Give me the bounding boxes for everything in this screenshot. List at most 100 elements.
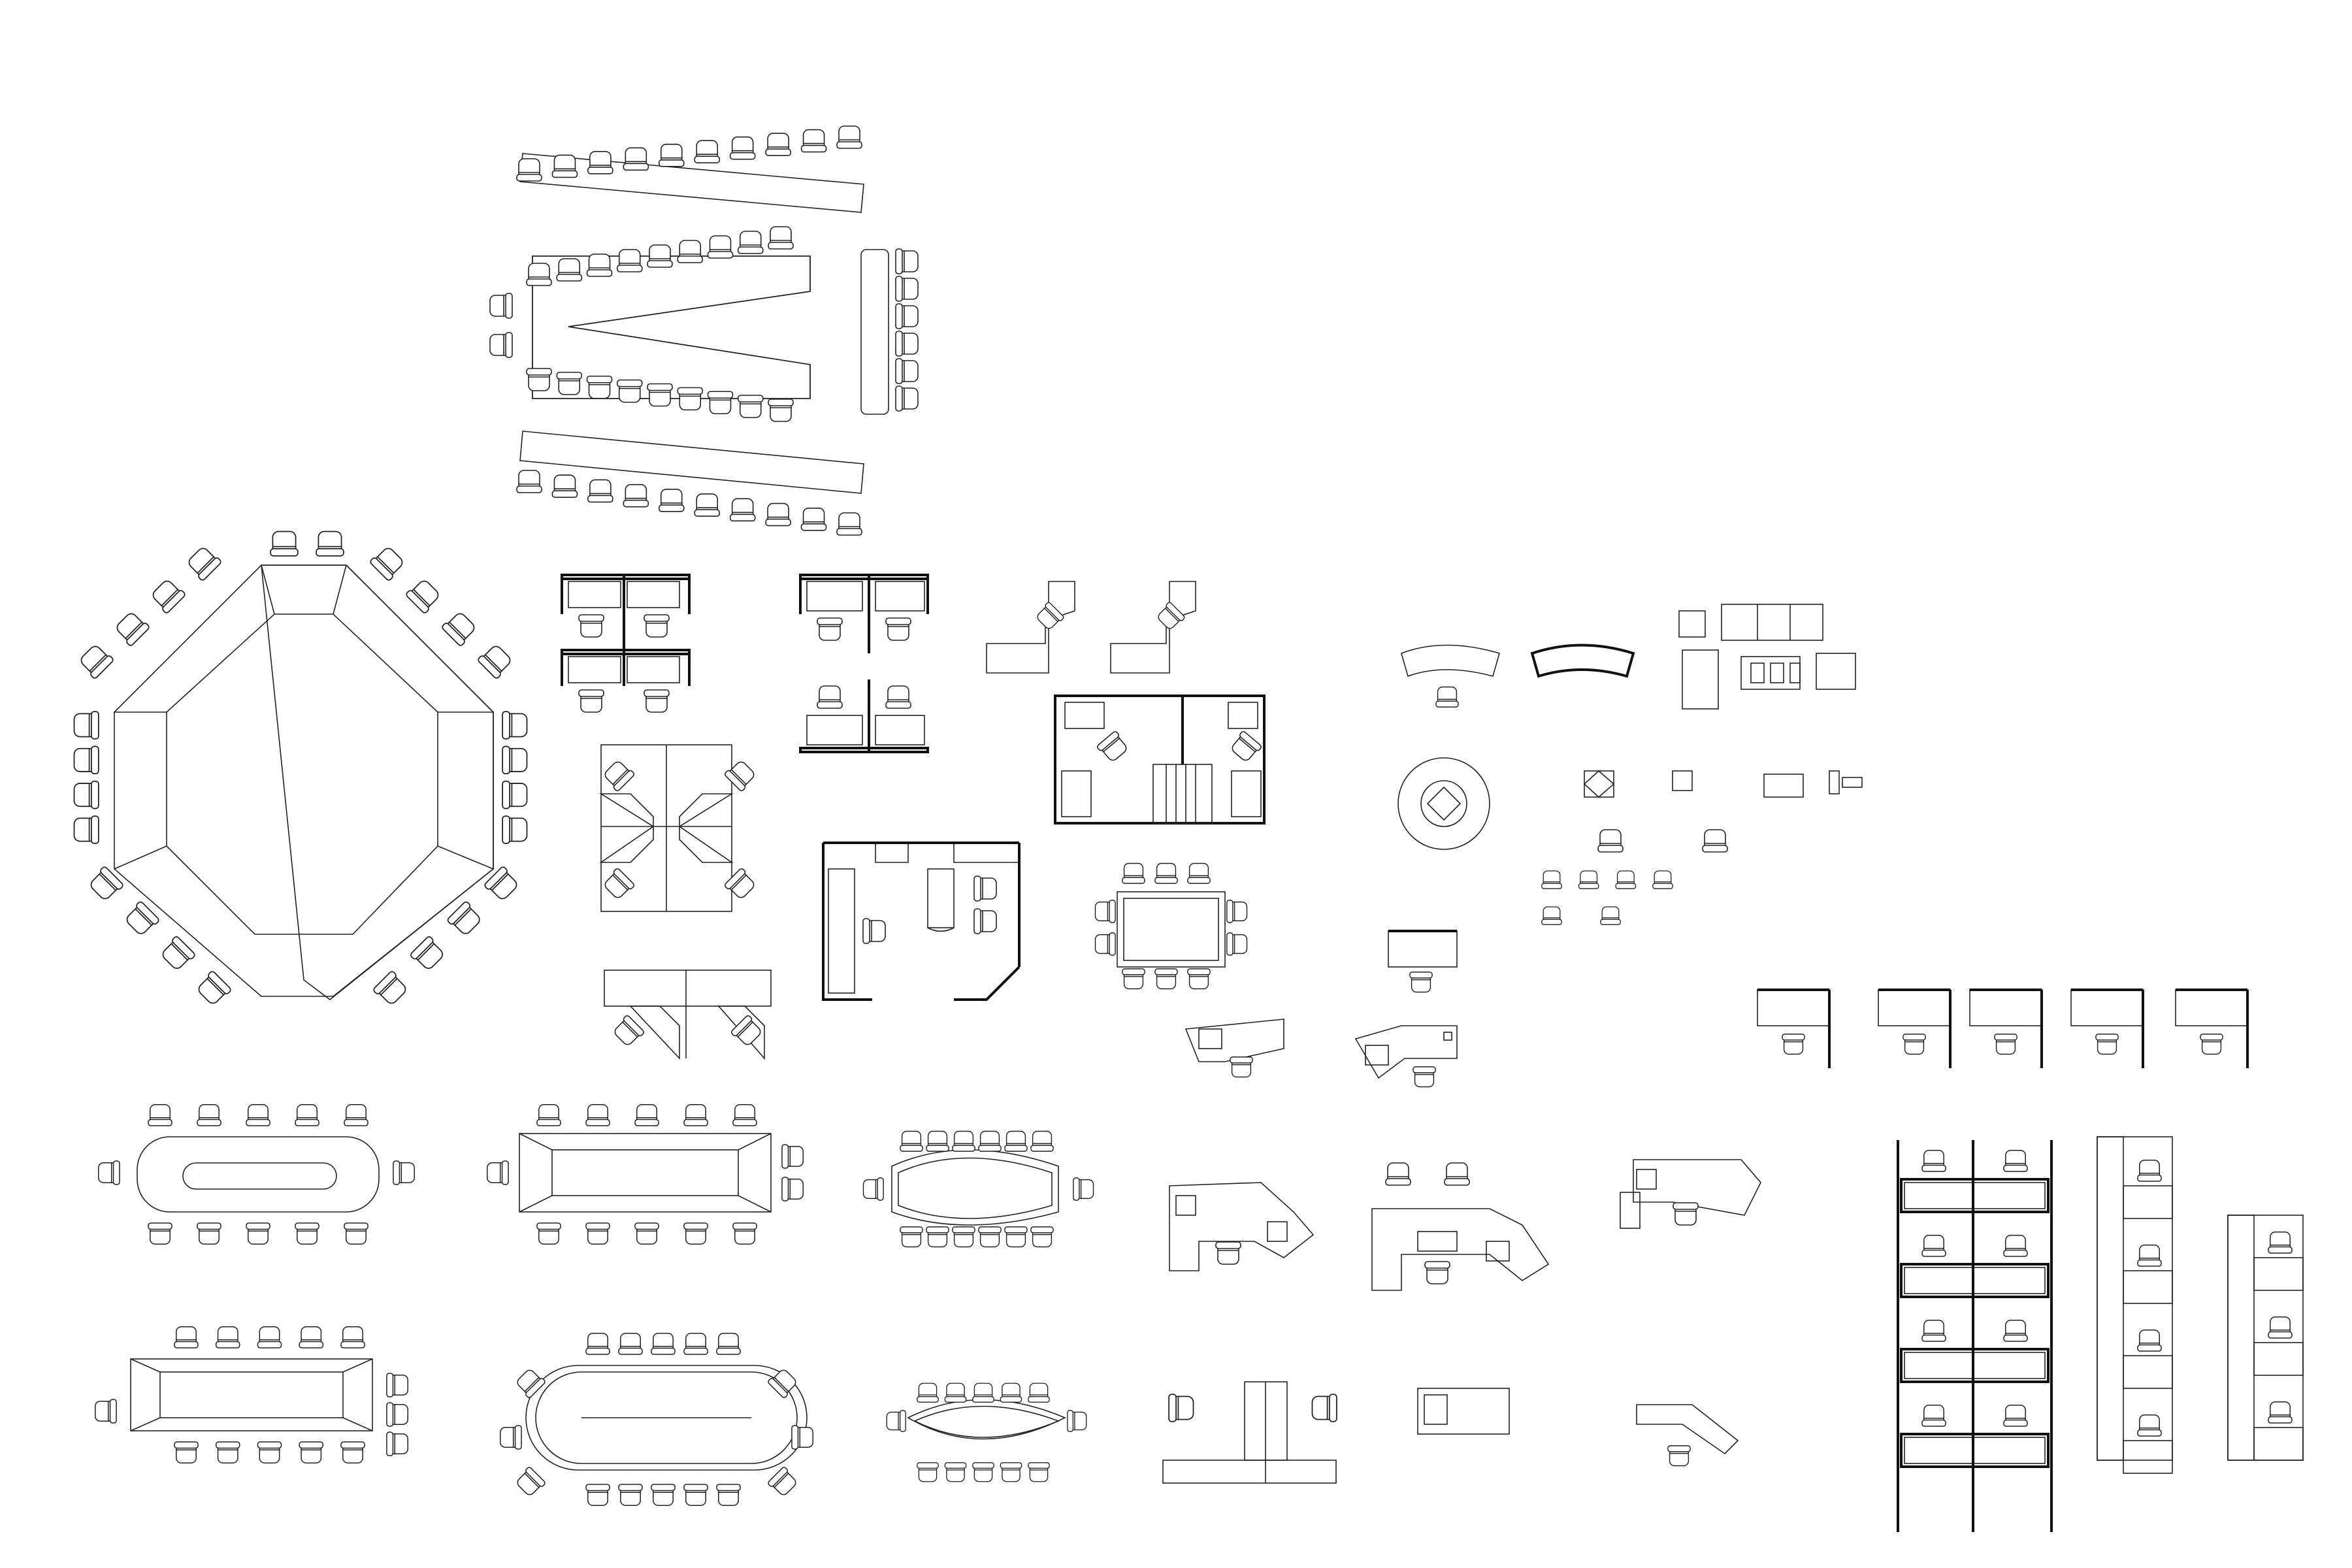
chair	[1413, 1066, 1436, 1088]
chair	[724, 868, 755, 898]
chair	[1994, 1034, 2017, 1055]
chair	[677, 387, 704, 411]
chair	[299, 1441, 324, 1464]
chair	[895, 248, 919, 274]
chair	[73, 711, 99, 740]
chair	[1903, 1034, 1926, 1055]
angled-l-desk	[1636, 1404, 1739, 1467]
chair	[578, 614, 604, 638]
chair	[895, 358, 919, 384]
chair	[1122, 968, 1145, 990]
chair	[1921, 1234, 1946, 1257]
chair	[2095, 1034, 2119, 1055]
reception-workstation	[1054, 694, 1266, 825]
chair	[386, 1431, 409, 1456]
chair	[817, 617, 843, 641]
chair	[1067, 1410, 1087, 1432]
sofa-set	[1678, 604, 1856, 710]
chair	[978, 1226, 1002, 1248]
chair	[344, 1103, 368, 1126]
chair	[978, 1130, 1002, 1152]
chair	[1073, 1177, 1094, 1201]
chair	[340, 1326, 365, 1348]
chair	[2137, 1329, 2162, 1352]
chair	[1154, 862, 1178, 884]
chair	[586, 253, 613, 277]
curved-sofa-pair	[1401, 644, 1635, 708]
chair	[478, 645, 511, 679]
chair	[2137, 1159, 2162, 1182]
chair	[895, 331, 919, 357]
racetrack-table-b	[886, 1382, 1087, 1482]
chair	[257, 1441, 282, 1464]
chair	[800, 129, 827, 153]
chair	[586, 375, 613, 399]
chair	[900, 1130, 923, 1152]
chair	[616, 379, 643, 403]
chair	[604, 761, 635, 792]
chair	[1667, 1445, 1691, 1467]
chair	[499, 1425, 522, 1450]
chair	[618, 1332, 643, 1355]
chair	[917, 1382, 939, 1403]
chair	[246, 1103, 270, 1126]
chair	[926, 1130, 949, 1152]
chair	[737, 231, 764, 254]
chair	[556, 258, 583, 282]
chair	[716, 1332, 741, 1355]
chair	[1000, 1382, 1022, 1403]
chair	[246, 1222, 270, 1245]
chair	[952, 1130, 975, 1152]
chair	[2003, 1404, 2028, 1427]
chair	[1921, 1149, 1946, 1172]
angled-desk-1	[1184, 1019, 1284, 1078]
chair	[895, 385, 919, 412]
chair	[340, 1441, 365, 1464]
chair	[768, 399, 794, 422]
chair	[1028, 1382, 1050, 1403]
chair	[295, 1222, 319, 1245]
chair	[1000, 1462, 1022, 1482]
chair	[551, 474, 578, 498]
chair	[694, 140, 721, 164]
chair	[972, 1382, 994, 1403]
chair	[885, 685, 911, 709]
chair	[484, 866, 517, 900]
chair	[1097, 731, 1127, 761]
chair	[732, 1103, 757, 1126]
chair	[344, 1222, 368, 1245]
chair	[836, 125, 862, 149]
chair	[658, 143, 685, 167]
chair	[2200, 1034, 2223, 1055]
chair	[295, 1103, 319, 1126]
chair	[587, 151, 613, 174]
chair	[1424, 1261, 1450, 1284]
chair	[386, 1402, 409, 1427]
rounded-rect-table	[97, 1103, 416, 1245]
chair	[926, 1226, 949, 1248]
chair	[768, 226, 794, 250]
curved-executive-desk-b	[1371, 1162, 1550, 1291]
chair	[644, 689, 670, 713]
pinwheel-workstation	[599, 744, 755, 912]
rect-conference-table	[94, 1326, 409, 1464]
chair	[1187, 968, 1211, 990]
chair	[536, 1103, 561, 1126]
chair	[526, 263, 552, 286]
chair	[517, 1369, 546, 1398]
chair	[406, 580, 439, 613]
chair	[1030, 1130, 1054, 1152]
chair	[442, 613, 475, 646]
chair	[516, 158, 542, 182]
chair	[730, 1015, 761, 1045]
chair	[489, 293, 513, 319]
chair	[683, 1332, 708, 1355]
chair	[386, 1373, 409, 1397]
chair	[585, 1332, 610, 1355]
chair	[270, 531, 299, 557]
chair	[944, 1382, 967, 1403]
chair	[791, 1425, 814, 1450]
chair	[148, 1103, 172, 1126]
chair	[973, 908, 997, 934]
chair	[2137, 1244, 2162, 1267]
